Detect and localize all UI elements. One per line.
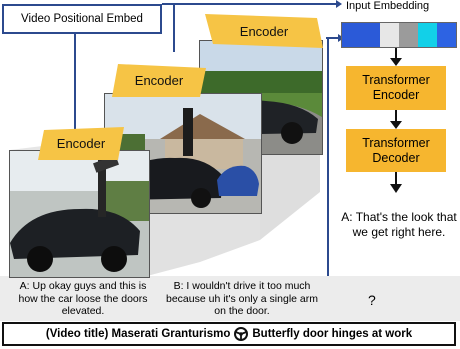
caption-a: A: Up okay guys and this is how the car … bbox=[18, 280, 148, 317]
video-title-suffix: Butterfly door hinges at work bbox=[252, 328, 413, 340]
video-positional-embed-label: Video Positional Embed bbox=[21, 13, 143, 25]
transformer-decoder-label-line2: Decoder bbox=[372, 150, 420, 165]
video-title-prefix: (Video title) Maserati Granturismo bbox=[45, 328, 231, 340]
embedding-segment bbox=[418, 23, 437, 47]
video-frame-1 bbox=[9, 150, 150, 278]
embedding-segment bbox=[399, 23, 418, 47]
encoder-tag-2-label: Encoder bbox=[134, 73, 184, 88]
transformer-decoder-label-line1: Transformer bbox=[362, 135, 430, 150]
encoder-tag-3-label: Encoder bbox=[239, 23, 289, 39]
caption-b: B: I wouldn't drive it too much because … bbox=[165, 280, 318, 317]
encoder-tag-1: Encoder bbox=[38, 127, 124, 160]
embedding-segment bbox=[380, 23, 399, 47]
embedding-segment bbox=[437, 23, 456, 47]
embedding-segment bbox=[342, 23, 361, 47]
transformer-decoder-block: Transformer Decoder bbox=[346, 129, 446, 172]
caption-unknown: ? bbox=[368, 292, 376, 308]
video-title-bar: (Video title) Maserati Granturismo Butte… bbox=[2, 322, 456, 346]
video-positional-embed-box: Video Positional Embed bbox=[2, 4, 162, 34]
embedding-segment bbox=[361, 23, 380, 47]
caption-strip bbox=[0, 276, 460, 321]
transformer-encoder-label-line1: Transformer bbox=[362, 73, 430, 87]
transformer-encoder-label-line2: Encoder bbox=[372, 88, 420, 102]
encoder-tag-1-label: Encoder bbox=[56, 136, 106, 151]
encoder-tag-2: Encoder bbox=[112, 64, 206, 97]
steering-wheel-icon bbox=[233, 327, 249, 341]
input-embedding-vector bbox=[341, 22, 457, 48]
generated-answer: A: That's the look that we get right her… bbox=[341, 210, 457, 239]
input-embedding-label: Input Embedding bbox=[346, 0, 430, 12]
encoder-tag-3: Encoder bbox=[205, 14, 323, 48]
transformer-encoder-block: Transformer Encoder bbox=[346, 66, 446, 110]
